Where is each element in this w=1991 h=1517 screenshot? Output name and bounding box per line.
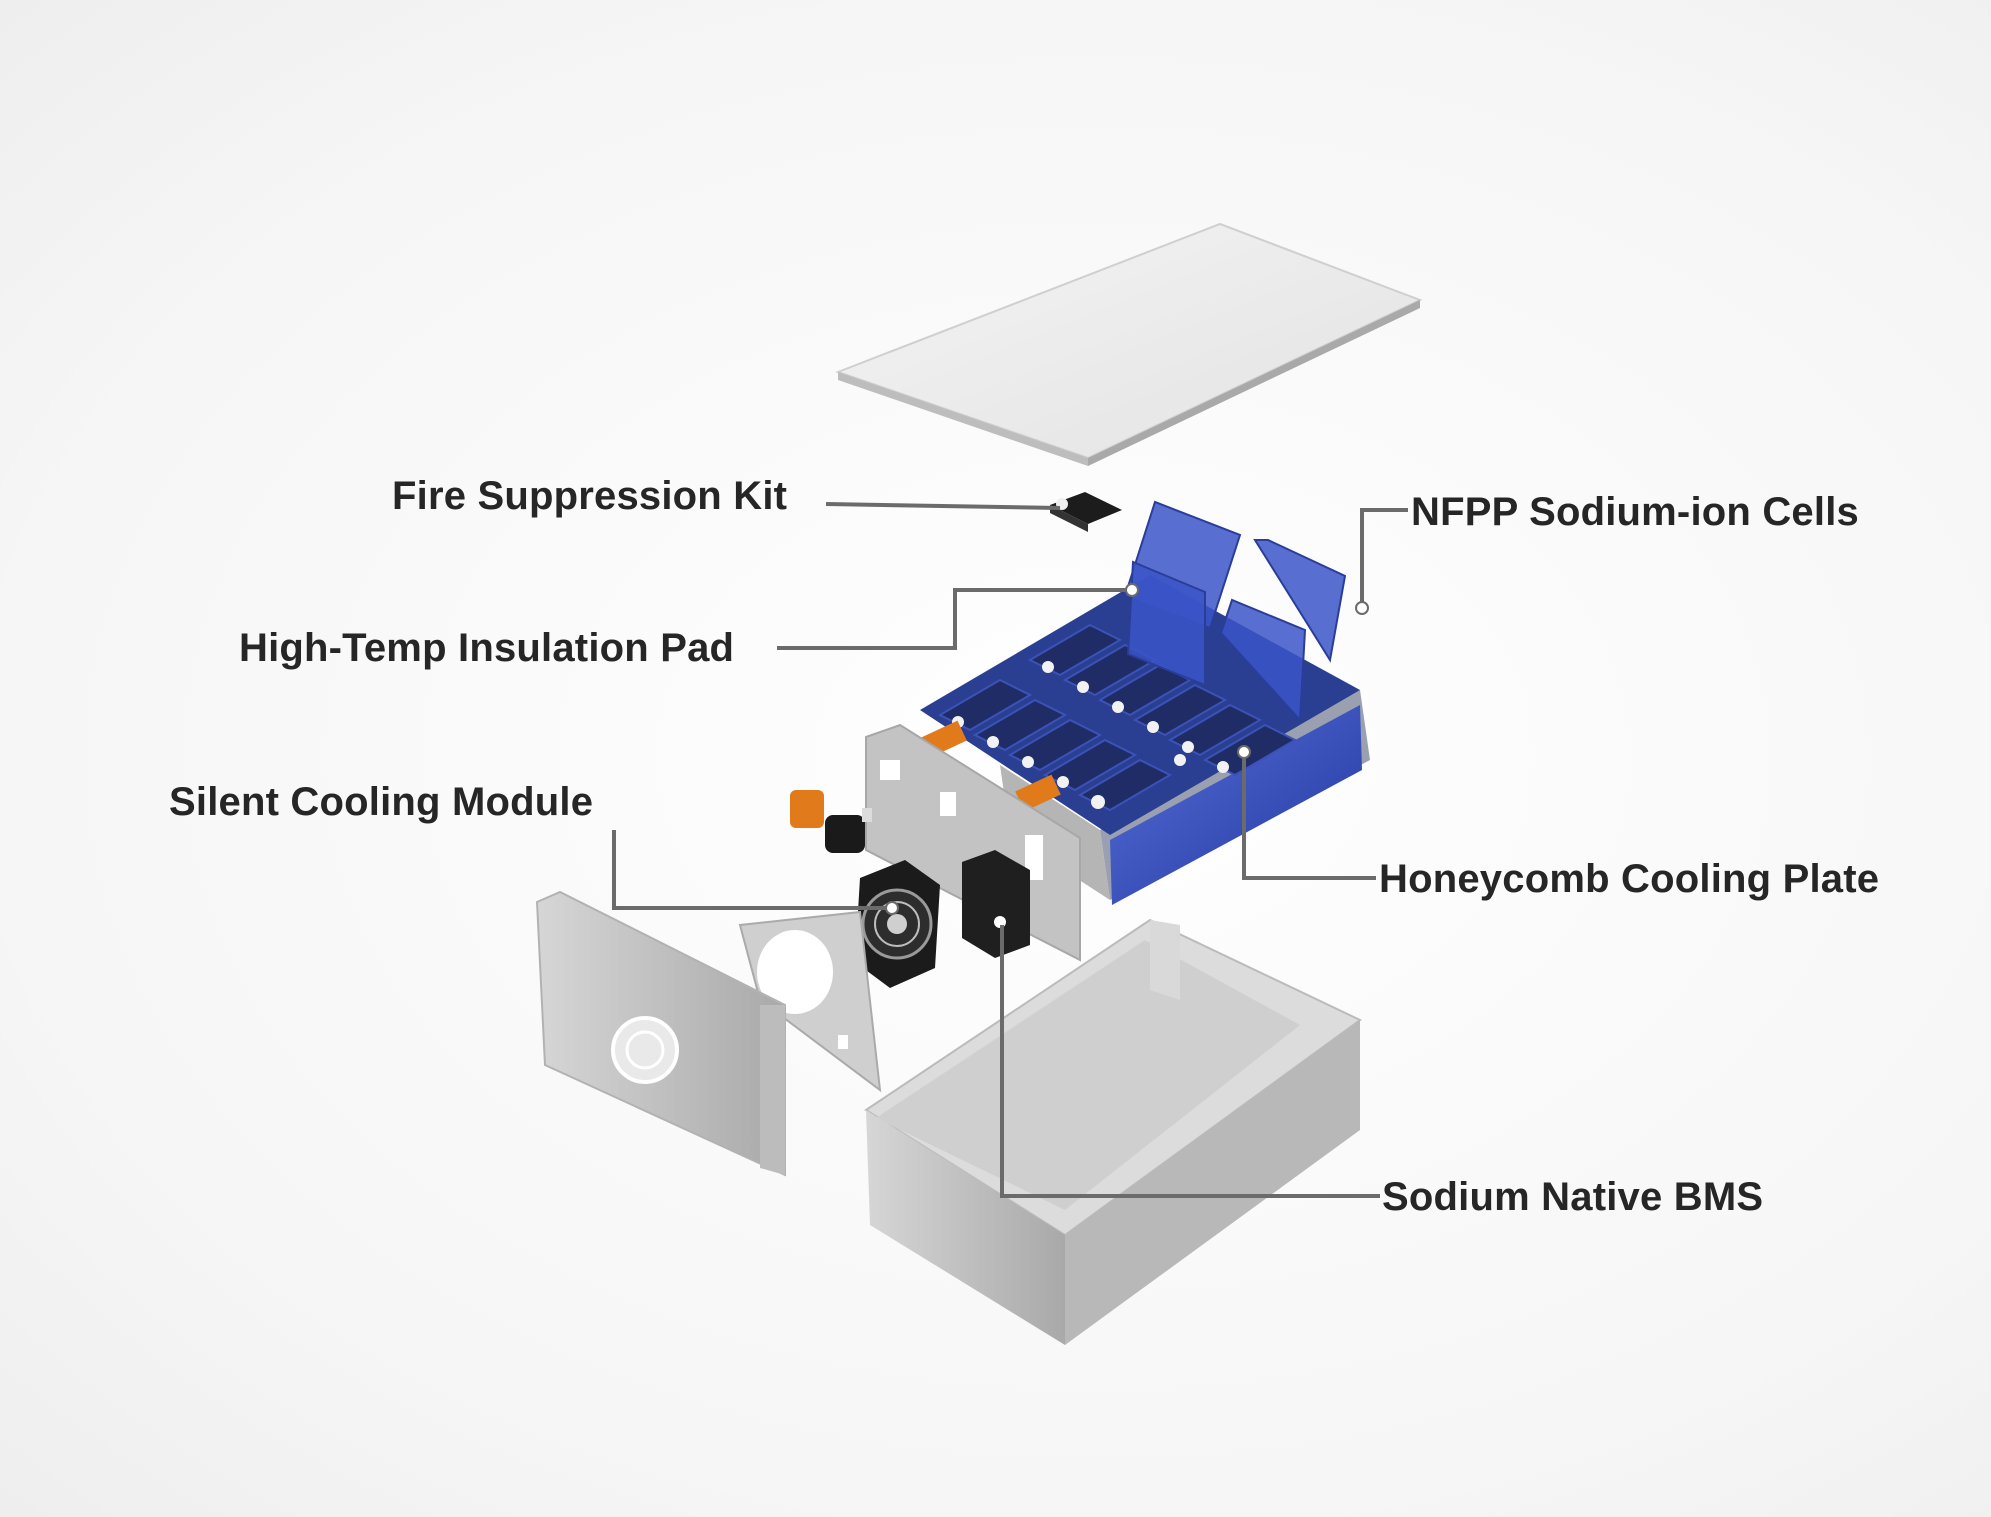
label-fire-suppression-kit: Fire Suppression Kit xyxy=(392,474,788,518)
leader-fire-suppression xyxy=(825,502,1061,510)
leader-insulation-pad xyxy=(777,588,1132,650)
battery-module xyxy=(920,500,1370,905)
label-sodium-native-bms: Sodium Native BMS xyxy=(1382,1175,1764,1219)
leader-cooling-plate xyxy=(1242,752,1376,880)
fire-suppression-kit-part xyxy=(1050,492,1122,532)
leader-cooling-module xyxy=(612,830,892,910)
leader-sodium-cells xyxy=(1360,508,1408,608)
insulation-pads xyxy=(1123,500,1347,723)
bms-board xyxy=(962,850,1030,958)
leader-bms xyxy=(1000,925,1380,1198)
label-silent-cooling-module: Silent Cooling Module xyxy=(169,780,594,824)
breaker-switch xyxy=(790,790,872,853)
bottom-enclosure xyxy=(864,918,1362,1345)
side-cover xyxy=(535,890,786,1177)
label-nfpp-sodium-ion-cells: NFPP Sodium-ion Cells xyxy=(1411,490,1859,534)
fan-bracket xyxy=(738,910,882,1093)
label-honeycomb-cooling-plate: Honeycomb Cooling Plate xyxy=(1379,857,1880,901)
label-high-temp-insulation-pad: High-Temp Insulation Pad xyxy=(239,626,735,670)
top-cover-lid xyxy=(835,222,1423,466)
leader-lines xyxy=(612,502,1408,1198)
cooling-fan xyxy=(855,860,940,988)
